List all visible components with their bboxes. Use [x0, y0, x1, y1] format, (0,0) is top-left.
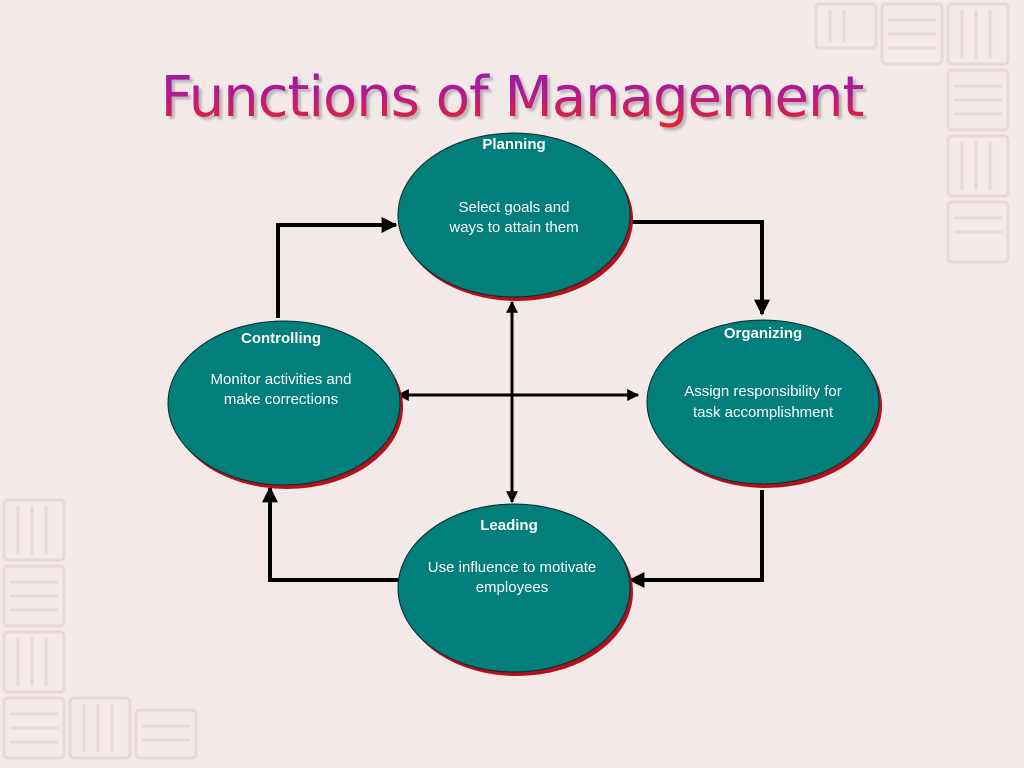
- node-organizing: Organizing Assign responsibility for tas…: [646, 319, 882, 488]
- node-leading: Leading Use influence to motivate employ…: [397, 503, 633, 676]
- node-controlling-ellipse: [167, 320, 401, 486]
- node-organizing-ellipse: [646, 319, 880, 485]
- node-controlling: Controlling Monitor activities and make …: [167, 320, 403, 489]
- node-leading-desc-line2: employees: [476, 579, 549, 596]
- node-planning-desc-line2: ways to attain them: [448, 219, 578, 236]
- node-leading-ellipse: [397, 503, 631, 673]
- node-leading-desc-line1: Use influence to motivate: [428, 559, 596, 576]
- node-organizing-desc-line2: task accomplishment: [693, 404, 834, 421]
- node-controlling-heading: Controlling: [241, 330, 321, 347]
- node-planning: Planning Select goals and ways to attain…: [397, 132, 633, 301]
- node-organizing-heading: Organizing: [724, 325, 802, 342]
- node-planning-ellipse: [397, 132, 631, 298]
- node-planning-desc-line1: Select goals and: [459, 199, 570, 216]
- slide-title: Functions of Management: [0, 62, 1024, 134]
- node-leading-heading: Leading: [480, 517, 538, 534]
- node-planning-heading: Planning: [482, 136, 545, 153]
- node-organizing-desc-line1: Assign responsibility for: [684, 383, 842, 400]
- arrow-organizing-to-leading: [628, 490, 764, 588]
- arrow-controlling-to-planning: [276, 217, 398, 318]
- node-controlling-desc-line1: Monitor activities and: [211, 371, 352, 388]
- node-controlling-desc-line2: make corrections: [224, 391, 338, 408]
- arrow-leading-to-controlling: [262, 486, 400, 582]
- arrow-planning-to-organizing: [630, 220, 770, 316]
